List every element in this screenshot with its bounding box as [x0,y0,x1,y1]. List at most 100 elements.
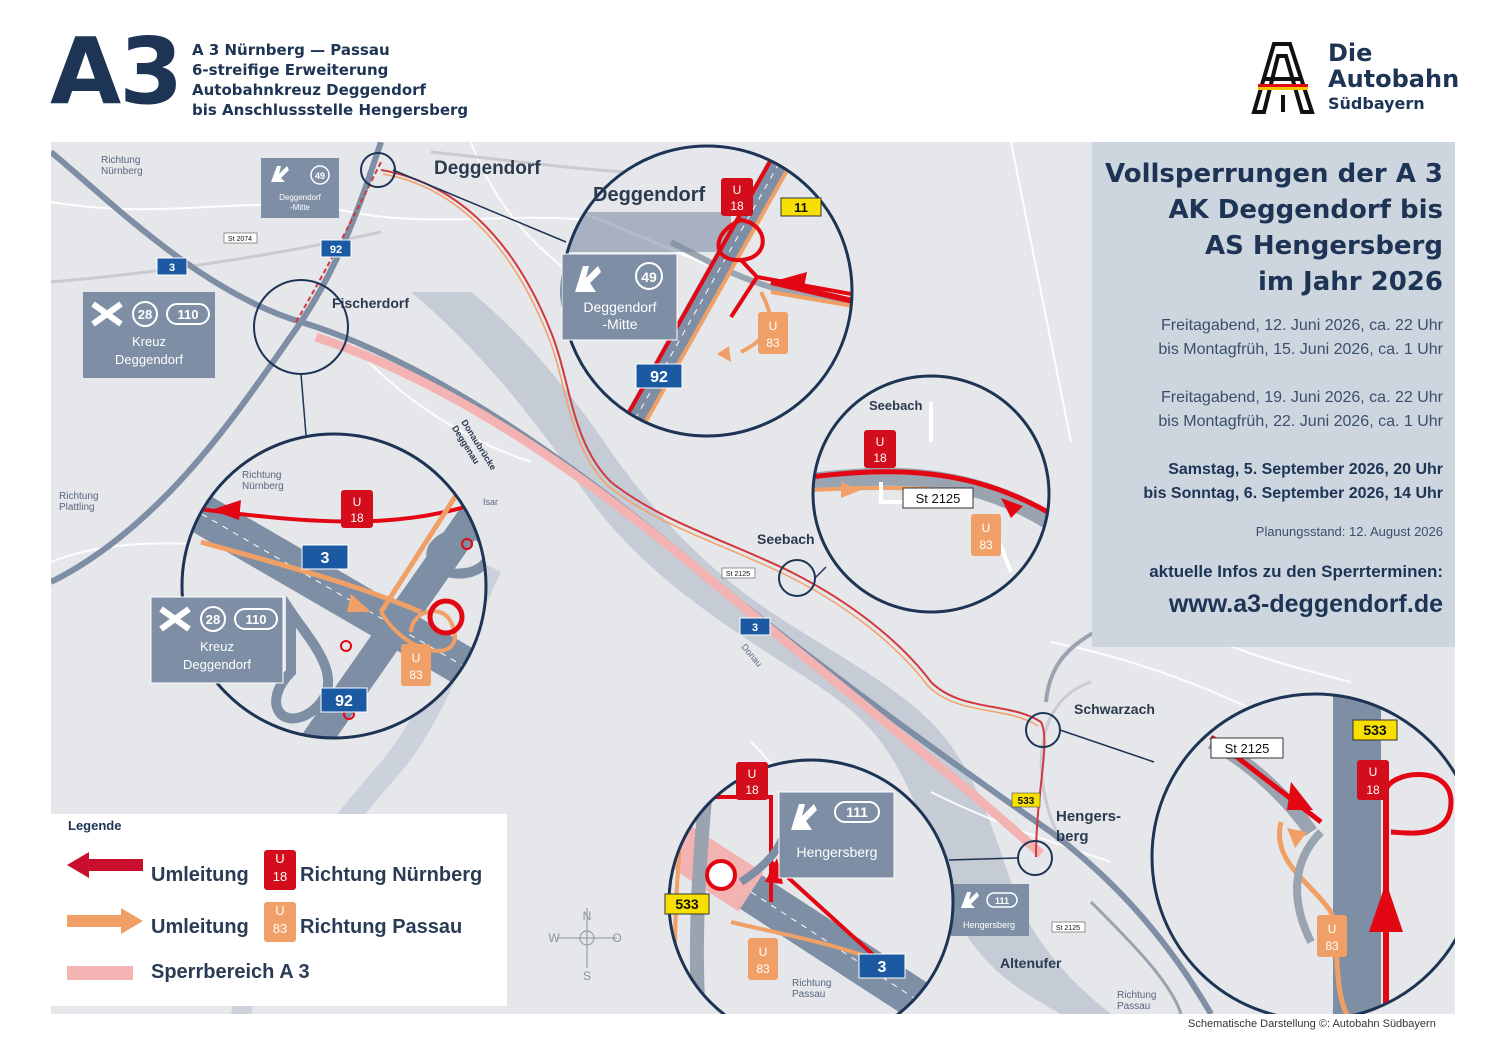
sign-b92: 92 [320,239,352,258]
closure-area [314,332,1045,858]
svg-text:18: 18 [745,783,759,797]
svg-text:533: 533 [675,896,699,912]
period-to: bis Montagfrüh, 22. Juni 2026, ca. 1 Uhr [1158,413,1443,430]
compass-icon: N S W O [548,908,622,983]
svg-text:Deggendorf-Mitte: Deggendorf-Mitte [279,193,322,212]
svg-text:49: 49 [315,171,325,181]
sign-533: 533 [664,893,710,915]
project-line: bis Anschlussstelle Hengersberg [192,101,469,119]
svg-text:3: 3 [169,262,175,274]
svg-text:83: 83 [979,538,993,552]
svg-text:533: 533 [1018,796,1035,807]
sign-a3: 3 [156,257,188,276]
svg-text:U: U [353,495,362,509]
svg-text:83: 83 [756,962,770,976]
sign-a3: 3 [301,544,349,570]
svg-text:St 2125: St 2125 [916,491,961,506]
hengersberg-road [1089,900,1183,1014]
sign-533: 533 [1352,719,1398,741]
place-label: Deggendorf [593,184,706,206]
logo-wordmark: Die Autobahn Südbayern [1328,40,1459,116]
location-marker [360,152,396,188]
svg-text:18: 18 [1366,783,1380,797]
detour-badge-u18: U 18 [736,762,768,800]
detour-badge-u83: U 83 [971,514,1001,556]
sign-st2125: St 2125 [1051,921,1086,933]
detour-badge-u18: U 18 [1357,760,1389,800]
detour-route-passau [382,173,1039,727]
detour-route [380,169,1046,858]
svg-text:St 2125: St 2125 [1225,741,1270,756]
svg-text:U: U [759,945,768,959]
svg-text:49: 49 [641,269,657,285]
svg-text:U: U [982,521,991,535]
detour-badge-u83: U 83 [758,312,788,354]
place-label: Schwarzach [1074,701,1155,717]
svg-text:N: N [583,909,592,923]
project-line: 6-streifige Erweiterung [192,61,389,79]
u18-badge: U 18 [264,850,296,890]
logo-line: Die [1328,39,1373,67]
place-label: Seebach [869,398,923,413]
legend-label: Umleitung [151,864,249,886]
svg-text:Hengersberg: Hengersberg [963,920,1015,930]
closure-period-3: Samstag, 5. September 2026, 20 Uhr bis S… [1143,458,1443,506]
period-to: bis Sonntag, 6. September 2026, 14 Uhr [1143,485,1443,502]
title-line: AK Deggendorf bis [1168,195,1443,225]
legend-label: Umleitung [151,916,249,938]
sign-st2125: St 2125 [721,567,756,579]
sign-a3: 3 [858,953,906,979]
red-arrow-icon [67,852,143,878]
place-label: Fischerdorf [332,295,409,311]
svg-text:S: S [583,969,591,983]
detour-badge-u18: U 18 [721,178,753,216]
project-line: Autobahnkreuz Deggendorf [192,81,427,99]
place-label: Deggendorf [434,158,541,179]
sign-533: 533 [1011,792,1041,808]
place-label: Hengers-berg [1056,808,1121,845]
svg-text:O: O [612,931,621,945]
svg-text:111: 111 [995,896,1009,906]
info-title: Vollsperrungen der A 3 AK Deggendorf bis… [1105,156,1443,300]
detour-badge-u83: U 83 [748,938,778,980]
callout-schwarzach: 533 St 2125 U 18 U 83 [1150,692,1455,1014]
detour-map: Deggendorf Fischerdorf Seebach Schwarzac… [51,142,1455,1014]
svg-text:St 2125: St 2125 [1056,925,1080,932]
detour-badge-u83: U 83 [401,644,431,686]
legend-title: Legende [68,818,122,833]
title-line: AS Hengersberg [1204,231,1443,261]
sign-11: 11 [780,197,822,217]
badge-letter: U [275,903,285,918]
detour-badge-u83: U 83 [1317,915,1347,957]
badge-number: 18 [272,869,288,884]
callout-seebach: Seebach U 18 St 2125 U 83 [811,374,1051,614]
logo-line: Südbayern [1328,94,1425,113]
svg-text:3: 3 [752,622,758,634]
project-description: A 3 Nürnberg — Passau 6-streifige Erweit… [192,40,468,120]
autobahn-logo-icon [1251,42,1315,114]
svg-text:U: U [769,319,778,333]
callout-deggendorf-mitte: Deggendorf U 18 11 49 Deggendorf-Mitte U… [560,144,854,438]
logo-line: Autobahn [1328,65,1460,93]
highway-title: A3 [50,18,183,125]
svg-text:U: U [1328,922,1337,936]
detour-badge-u18: U 18 [864,430,896,468]
closure-period-1: Freitagabend, 12. Juni 2026, ca. 22 Uhr … [1158,314,1443,362]
period-from: Freitagabend, 19. Juni 2026, ca. 22 Uhr [1161,389,1443,406]
closure-info-panel: Vollsperrungen der A 3 AK Deggendorf bis… [1092,142,1455,647]
u83-badge: U 83 [264,902,296,942]
title-line: im Jahr 2026 [1257,267,1443,297]
svg-text:18: 18 [350,511,364,525]
period-from: Freitagabend, 12. Juni 2026, ca. 22 Uhr [1161,317,1443,334]
info-cta: aktuelle Infos zu den Sperrterminen: [1149,562,1443,581]
info-url-link[interactable]: www.a3-deggendorf.de [1168,590,1443,618]
svg-text:18: 18 [730,199,744,213]
svg-text:533: 533 [1363,722,1387,738]
